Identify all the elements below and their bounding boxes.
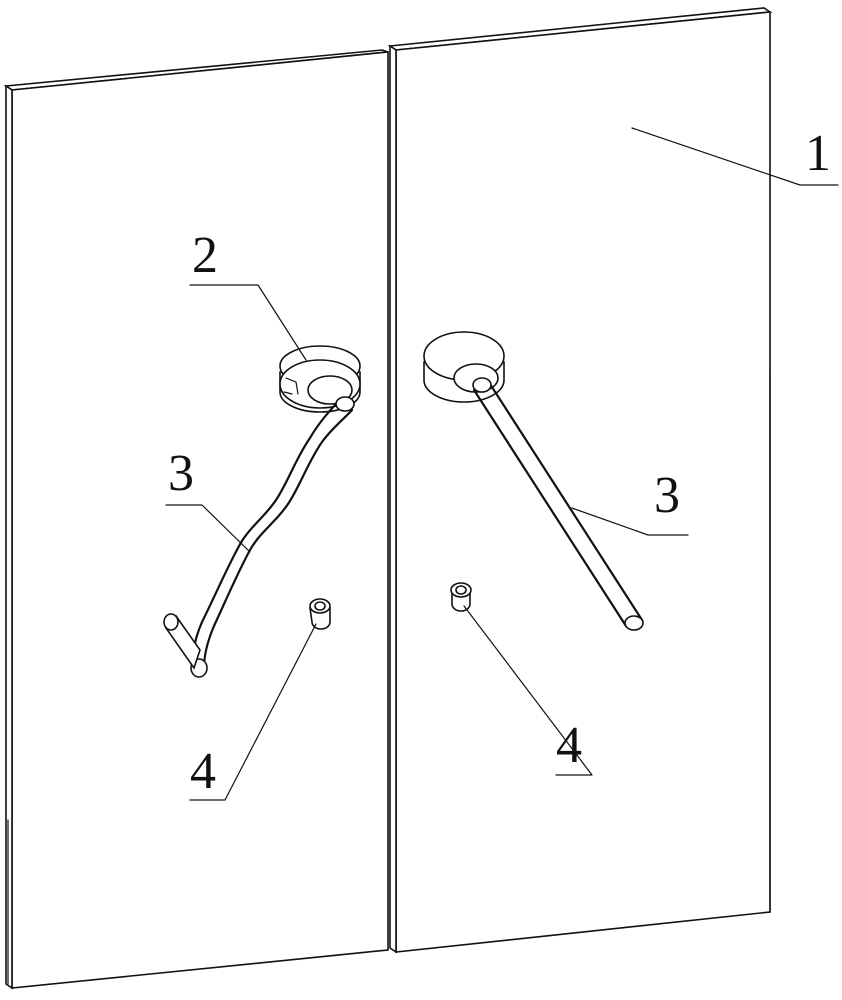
label-1: 1 [805,125,831,182]
left-knob-base [279,345,361,413]
right-knob-base [423,331,505,403]
callout-labels: 1 2 3 3 4 4 [168,125,831,800]
label-2: 2 [192,227,218,284]
label-4-right: 4 [556,717,582,774]
label-4-left: 4 [190,743,216,800]
right-door-panel [387,7,773,954]
left-door-panel [3,49,389,990]
left-stop-stud [309,598,331,630]
leader-lines [165,127,839,801]
left-handle-rod [163,396,355,678]
label-3-right: 3 [654,467,680,524]
label-3-left: 3 [168,445,194,502]
right-handle-rod [472,377,644,631]
right-stop-stud [450,582,472,612]
